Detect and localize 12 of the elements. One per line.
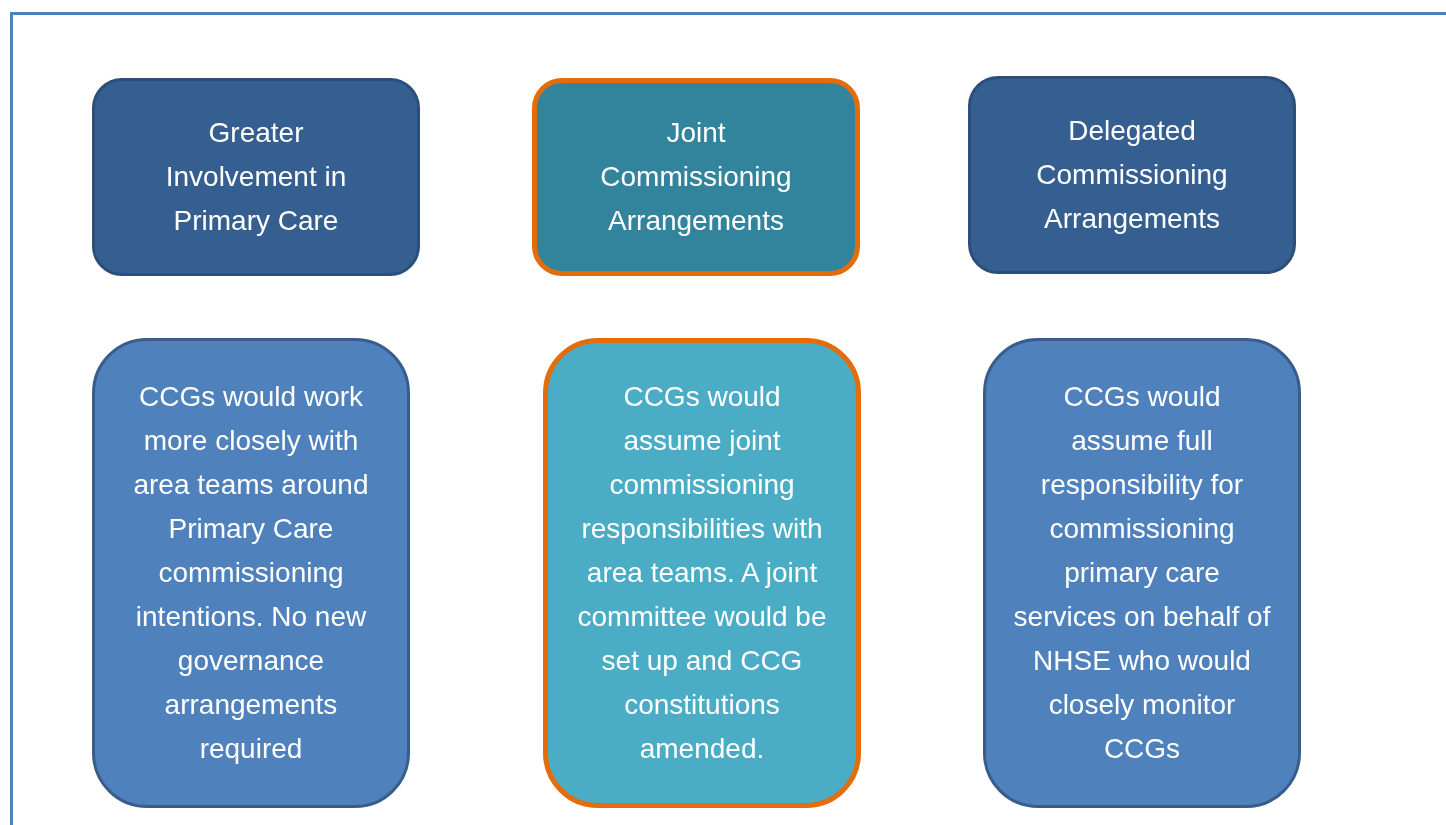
heading-box (968, 76, 1296, 274)
box-text: CCGs would assume joint commissioning responsibilities with area teams. A joint committee would be set up and CCG constitutions amended. (576, 380, 828, 766)
box-text: Joint Commissioning Arrangements (599, 116, 793, 238)
box-text: Greater Involvement in Primary Care (164, 116, 348, 238)
box-text: CCGs would work more closely with area teams around Primary Care commissioning intentions. No new governance arrangements required (132, 380, 370, 766)
box-text: CCGs would assume full responsibility for commissioning primary care services on behalf of NHSE who would closely monitor CCGs (1012, 380, 1272, 766)
box-text: Delegated Commissioning Arrangements (1035, 114, 1229, 236)
description-box (92, 338, 410, 808)
description-box (543, 338, 861, 808)
description-box (983, 338, 1301, 808)
heading-box (92, 78, 420, 276)
heading-box (532, 78, 860, 276)
